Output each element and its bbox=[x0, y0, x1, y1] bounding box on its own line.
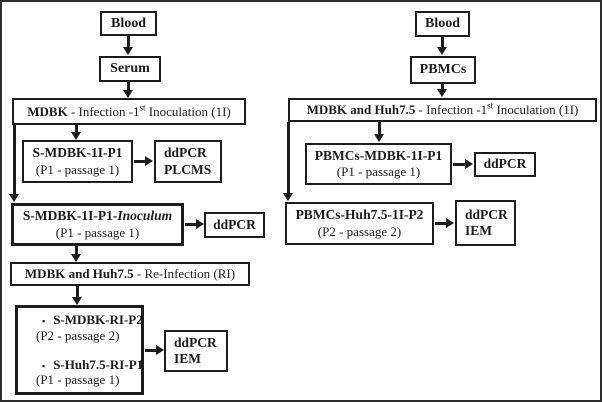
node-pbmcs-mdbk-1i-p1: PBMCs-MDBK-1I-P1 (P1 - passage 1) bbox=[305, 143, 452, 185]
arrow-serum-to-infection bbox=[123, 82, 134, 98]
node-pbmcs: PBMCs bbox=[410, 56, 476, 84]
node-reinfection: MDBK and Huh7.5 - Re-Infection (RI) bbox=[10, 262, 250, 286]
node-mdbk-infection-label: MDBK - Infection -1st Inoculation (1I) bbox=[27, 102, 231, 119]
node-s-mdbk-1i-p1: S-MDBK-1I-P1 (P1 - passage 1) bbox=[22, 140, 133, 183]
arrow-inoculum-to-ddpcr bbox=[185, 219, 204, 230]
node-blood-left-label: Blood bbox=[110, 15, 146, 31]
list-item-s-huh75-ri-p1-title: S-Huh7.5-RI-P1 bbox=[53, 356, 144, 372]
node-ddpcr-iem-left: ddPCR IEM bbox=[164, 330, 228, 372]
node-mdbk-infection: MDBK - Infection -1st Inoculation (1I) bbox=[12, 98, 246, 125]
node-pbmcs-huh-1i-p2-title: PBMCs-Huh7.5-1I-P2 bbox=[295, 207, 424, 223]
arrow-reinfection-to-samples bbox=[72, 286, 83, 305]
node-mdbk-huh-infection: MDBK and Huh7.5 - Infection -1st Inocula… bbox=[288, 98, 597, 122]
node-pbmcs-mdbk-1i-p1-subtitle: (P1 - passage 1) bbox=[336, 164, 421, 180]
arrow-pbmcs-huh-to-ddpcr-iem bbox=[435, 218, 454, 229]
connector-infection-to-inoculum bbox=[9, 125, 20, 202]
arrow-blood-to-pbmcs bbox=[437, 37, 448, 55]
arrow-blood-to-serum bbox=[123, 36, 134, 55]
connector-infection-to-pbmcs-huh bbox=[283, 122, 294, 201]
node-ddpcr-plcms-line2: PLCMS bbox=[164, 161, 212, 177]
node-serum: Serum bbox=[99, 56, 161, 82]
node-ddpcr-plcms: ddPCR PLCMS bbox=[154, 140, 222, 183]
node-pbmcs-huh-1i-p2-subtitle: (P2 - passage 2) bbox=[317, 223, 402, 239]
node-ddpcr-iem-left-line1: ddPCR bbox=[174, 334, 217, 350]
node-serum-label: Serum bbox=[110, 61, 150, 77]
node-pbmcs-label: PBMCs bbox=[419, 62, 467, 78]
node-s-mdbk-1i-p1-subtitle: (P1 - passage 1) bbox=[35, 161, 120, 177]
arrow-inoculum-to-reinfection bbox=[71, 246, 82, 262]
node-mdbk-huh-infection-label: MDBK and Huh7.5 - Infection -1st Inocula… bbox=[306, 100, 579, 118]
node-ddpcr-left: ddPCR bbox=[204, 212, 265, 238]
bullet-icon: ▪ bbox=[42, 315, 46, 326]
node-ddpcr-iem-left-line2: IEM bbox=[174, 351, 201, 366]
node-inoculum-subtitle: (P1 - passage 1) bbox=[55, 224, 140, 240]
node-reinfection-samples: ▪ S-MDBK-RI-P2 (P2 - passage 2) ▪ S-Huh7… bbox=[15, 305, 144, 395]
arrow-sample-p1-to-ddpcr-plcms bbox=[134, 156, 153, 167]
node-ddpcr-iem-right-line1: ddPCR bbox=[465, 206, 508, 222]
list-item-s-huh75-ri-p1-subtitle: (P1 - passage 1) bbox=[36, 372, 120, 388]
arrow-infection-to-pbmcs-mdbk bbox=[374, 122, 385, 142]
list-item-s-mdbk-ri-p2-subtitle: (P2 - passage 2) bbox=[36, 327, 120, 343]
node-ddpcr-plcms-line1: ddPCR bbox=[164, 145, 207, 161]
arrow-pbmcs-mdbk-to-ddpcr bbox=[453, 159, 473, 170]
node-ddpcr-right: ddPCR bbox=[474, 152, 536, 177]
node-inoculum: S-MDBK-1I-P1-Inoculum (P1 - passage 1) bbox=[11, 203, 184, 246]
node-s-mdbk-1i-p1-title: S-MDBK-1I-P1 bbox=[32, 145, 123, 161]
node-ddpcr-right-label: ddPCR bbox=[483, 156, 527, 172]
list-item-s-huh75-ri-p1: ▪ S-Huh7.5-RI-P1 (P1 - passage 1) bbox=[18, 356, 144, 389]
bullet-icon: ▪ bbox=[42, 360, 46, 371]
node-ddpcr-iem-right: ddPCR IEM bbox=[455, 200, 516, 246]
arrow-samples-to-ddpcr-iem bbox=[145, 345, 164, 356]
node-pbmcs-mdbk-1i-p1-title: PBMCs-MDBK-1I-P1 bbox=[314, 147, 443, 163]
arrow-infection-to-sample-p1 bbox=[71, 125, 82, 140]
node-inoculum-title: S-MDBK-1I-P1-Inoculum bbox=[22, 208, 173, 224]
node-reinfection-label: MDBK and Huh7.5 - Re-Infection (RI) bbox=[24, 266, 236, 282]
node-blood-right-label: Blood bbox=[424, 16, 460, 32]
arrow-pbmcs-to-infection bbox=[437, 84, 448, 97]
node-ddpcr-iem-right-line2: IEM bbox=[465, 223, 492, 238]
node-ddpcr-left-label: ddPCR bbox=[213, 216, 256, 232]
node-blood-right: Blood bbox=[415, 11, 470, 37]
node-pbmcs-huh-1i-p2: PBMCs-Huh7.5-1I-P2 (P2 - passage 2) bbox=[285, 202, 434, 245]
list-item-s-mdbk-ri-p2: ▪ S-MDBK-RI-P2 (P2 - passage 2) bbox=[18, 311, 143, 344]
list-item-s-mdbk-ri-p2-title: S-MDBK-RI-P2 bbox=[53, 311, 143, 327]
node-blood-left: Blood bbox=[100, 11, 157, 36]
